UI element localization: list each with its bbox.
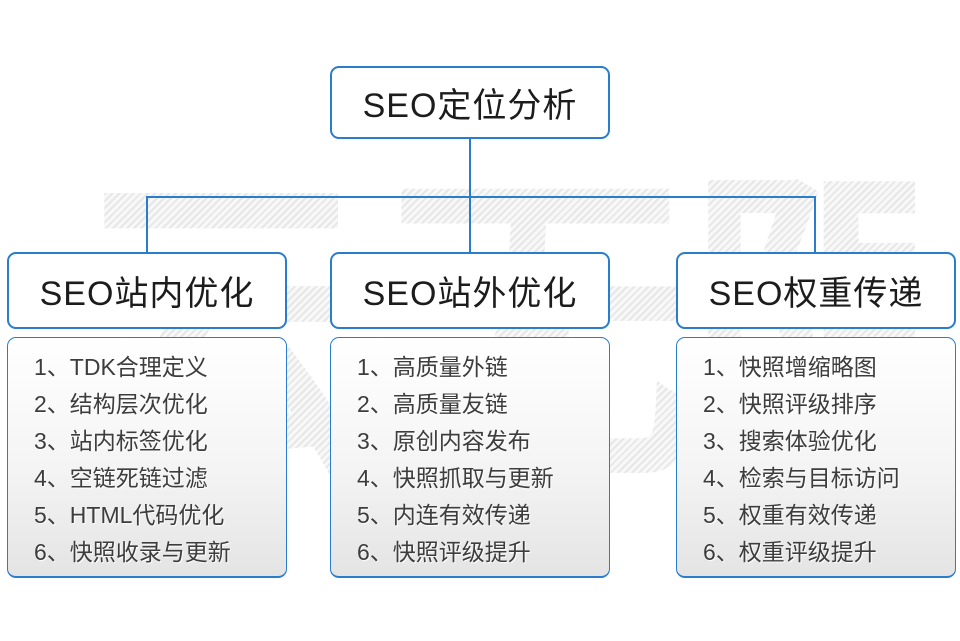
list-item: 3、原创内容发布 bbox=[357, 428, 531, 454]
column-header-onsite: SEO站内优化 bbox=[7, 252, 287, 329]
list-item: 5、内连有效传递 bbox=[357, 502, 531, 528]
connector-drop-right bbox=[814, 197, 816, 253]
column-header-weight-title: SEO权重传递 bbox=[708, 275, 924, 313]
list-item: 1、高质量外链 bbox=[357, 354, 508, 380]
list-item: 2、结构层次优化 bbox=[34, 391, 208, 417]
connector-drop-middle bbox=[469, 197, 471, 253]
list-item: 5、HTML代码优化 bbox=[34, 502, 225, 528]
list-item: 4、检索与目标访问 bbox=[703, 465, 900, 491]
connector-root-stem bbox=[469, 139, 471, 197]
column-list-offsite: 1、高质量外链 2、高质量友链 3、原创内容发布 4、快照抓取与更新 5、内连有… bbox=[330, 337, 610, 578]
list-item: 5、权重有效传递 bbox=[703, 502, 877, 528]
root-node: SEO定位分析 bbox=[330, 66, 610, 139]
list-item: 2、高质量友链 bbox=[357, 391, 508, 417]
column-header-offsite: SEO站外优化 bbox=[330, 252, 610, 329]
list-item: 6、权重评级提升 bbox=[703, 539, 877, 565]
root-node-title: SEO定位分析 bbox=[362, 87, 578, 125]
column-header-onsite-title: SEO站内优化 bbox=[39, 275, 255, 313]
list-item: 3、站内标签优化 bbox=[34, 428, 208, 454]
list-item: 1、快照增缩略图 bbox=[703, 354, 877, 380]
list-item: 6、快照收录与更新 bbox=[34, 539, 231, 565]
list-item: 4、空链死链过滤 bbox=[34, 465, 208, 491]
list-item: 2、快照评级排序 bbox=[703, 391, 877, 417]
list-item: 1、TDK合理定义 bbox=[34, 354, 208, 380]
column-list-onsite: 1、TDK合理定义 2、结构层次优化 3、站内标签优化 4、空链死链过滤 5、H… bbox=[7, 337, 287, 578]
list-item: 3、搜索体验优化 bbox=[703, 428, 877, 454]
list-item: 6、快照评级提升 bbox=[357, 539, 531, 565]
connector-drop-left bbox=[146, 197, 148, 253]
column-header-weight: SEO权重传递 bbox=[676, 252, 956, 329]
column-header-offsite-title: SEO站外优化 bbox=[362, 275, 578, 313]
column-list-weight: 1、快照增缩略图 2、快照评级排序 3、搜索体验优化 4、检索与目标访问 5、权… bbox=[676, 337, 956, 578]
list-item: 4、快照抓取与更新 bbox=[357, 465, 554, 491]
connector-horizontal-bar bbox=[146, 196, 816, 198]
